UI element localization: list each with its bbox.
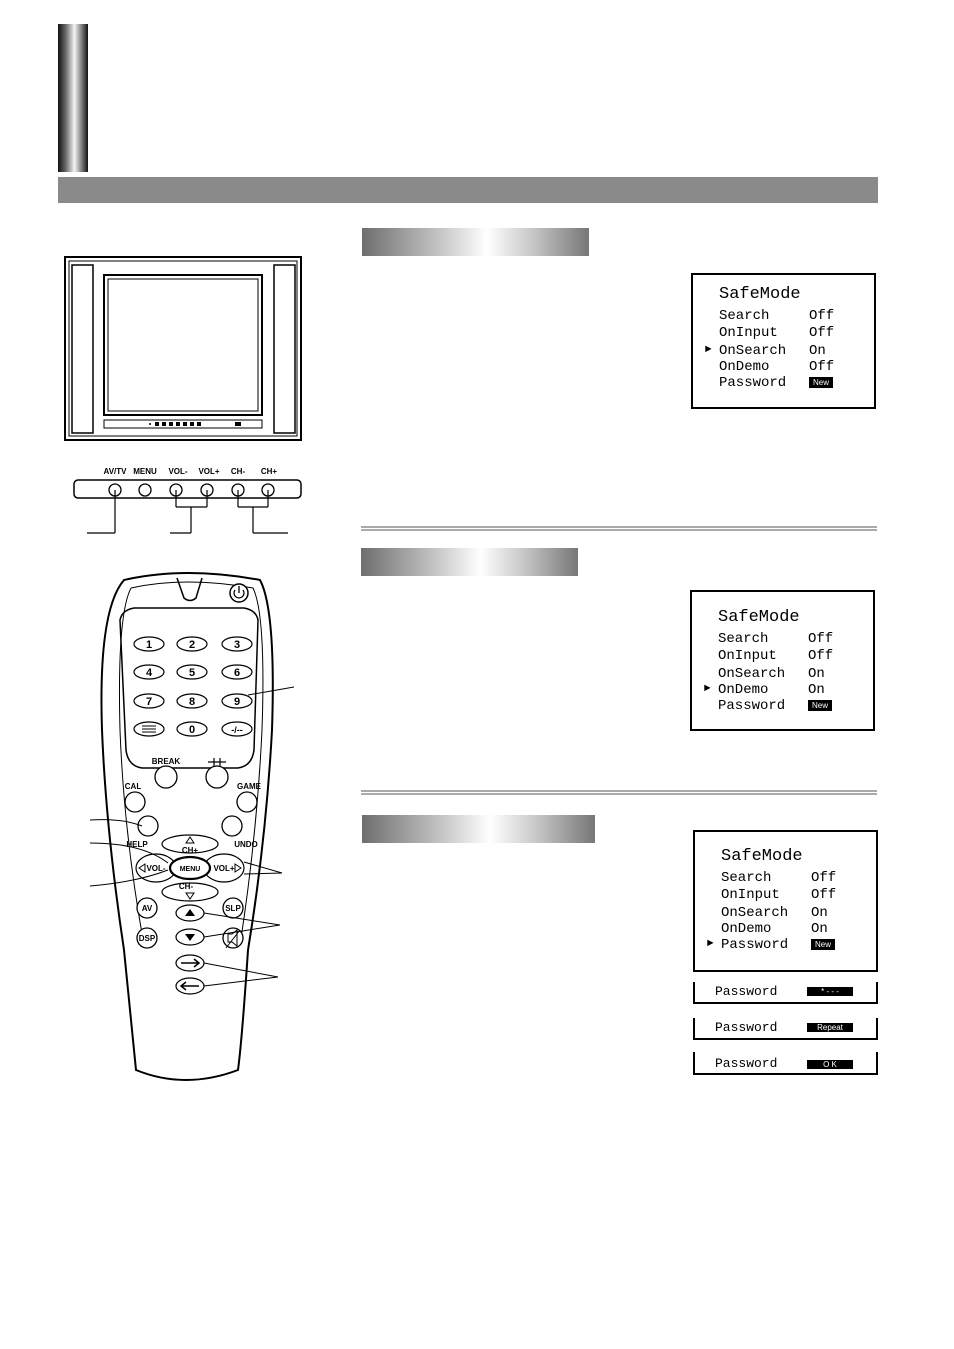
vol-plus-label: VOL+ — [213, 864, 234, 873]
pointer-icon: ► — [705, 344, 712, 356]
new-badge: New — [809, 376, 834, 388]
digit-key-5[interactable]: 5 — [189, 667, 195, 679]
digit-key-3[interactable]: 3 — [234, 639, 240, 651]
password-mask-badge: * - - - — [807, 987, 853, 996]
vol-left-arrow-icon — [138, 863, 146, 873]
help-button[interactable] — [137, 815, 159, 837]
game-label: GAME — [237, 782, 262, 791]
cal-button[interactable] — [124, 791, 146, 813]
undo-button[interactable] — [221, 815, 243, 837]
ch-plus-button[interactable] — [161, 834, 219, 854]
right-arrow-icon — [181, 958, 201, 968]
section-bar-1 — [362, 228, 589, 256]
digit-key-6[interactable]: 6 — [234, 667, 240, 679]
digit-key-7[interactable]: 7 — [146, 696, 152, 708]
help-label: HELP — [126, 840, 148, 849]
password-step-ok: Password O K — [693, 1052, 878, 1075]
section-bar-2 — [361, 548, 578, 576]
game-button[interactable] — [236, 791, 258, 813]
vol-right-arrow-icon — [234, 863, 242, 873]
password-step-entry: Password * - - - — [693, 982, 878, 1004]
undo-label: UNDO — [234, 840, 258, 849]
ch-minus-label: CH- — [179, 882, 194, 891]
new-badge: New — [811, 938, 836, 950]
ch-down-arrow-icon — [185, 892, 195, 900]
cal-label: CAL — [125, 782, 142, 791]
repeat-badge: Repeat — [807, 1023, 853, 1032]
av-label: AV — [142, 904, 153, 913]
left-arrow-icon — [179, 981, 199, 991]
slp-label: SLP — [225, 904, 241, 913]
panel-label-ch-minus: CH- — [231, 467, 246, 476]
dsp-label: DSP — [139, 934, 156, 943]
ch-plus-label: CH+ — [182, 846, 199, 855]
digit-key-1[interactable]: 1 — [146, 639, 152, 651]
section-bar-3 — [362, 815, 595, 843]
break-button[interactable] — [154, 765, 178, 789]
digit-key-2[interactable]: 2 — [189, 639, 195, 651]
remote-illustration: 1 2 3 4 5 6 7 8 9 0 -/-- BREAK CAL GAME … — [89, 572, 295, 1081]
digit-key-8[interactable]: 8 — [189, 696, 195, 708]
mute-icon — [225, 928, 241, 949]
ch-up-arrow-icon — [185, 836, 195, 844]
panel-label-vol-minus: VOL- — [168, 467, 187, 476]
osd-title: SafeMode — [721, 847, 803, 866]
break-label: BREAK — [152, 757, 181, 766]
panel-label-ch-plus: CH+ — [261, 467, 278, 476]
ch-minus-button[interactable] — [161, 882, 219, 902]
digit-key-4[interactable]: 4 — [146, 667, 153, 679]
new-badge: New — [808, 699, 833, 711]
panel-label-menu: MENU — [133, 467, 157, 476]
down-triangle-icon — [185, 934, 195, 941]
hold-icon — [208, 758, 226, 766]
hold-button[interactable] — [205, 765, 229, 789]
osd-title: SafeMode — [719, 285, 801, 304]
digit-key-dash[interactable]: -/-- — [231, 725, 243, 735]
dsp-button[interactable] — [136, 927, 158, 949]
callout-lines — [89, 686, 295, 987]
digit-key-9[interactable]: 9 — [234, 696, 240, 708]
chapter-tab-bar — [58, 24, 88, 172]
pointer-icon: ► — [707, 938, 714, 950]
divider-2 — [361, 790, 877, 795]
av-button[interactable] — [136, 897, 158, 919]
divider-1 — [361, 526, 877, 531]
tv-illustration: AV/TV MENU VOL- VOL+ CH- CH+ — [64, 256, 302, 534]
panel-label-avtv: AV/TV — [104, 467, 128, 476]
section-header-band — [58, 177, 878, 203]
osd-title: SafeMode — [718, 608, 800, 627]
ok-badge: O K — [807, 1060, 853, 1069]
pointer-icon: ► — [704, 683, 711, 695]
panel-label-vol-plus: VOL+ — [198, 467, 219, 476]
recall-icon — [142, 725, 156, 733]
digit-key-0[interactable]: 0 — [189, 724, 195, 736]
password-step-repeat: Password Repeat — [693, 1018, 878, 1040]
up-triangle-icon — [185, 909, 195, 916]
menu-label: MENU — [180, 866, 201, 873]
vol-minus-label: VOL- — [146, 864, 165, 873]
menu-button[interactable] — [168, 855, 212, 881]
